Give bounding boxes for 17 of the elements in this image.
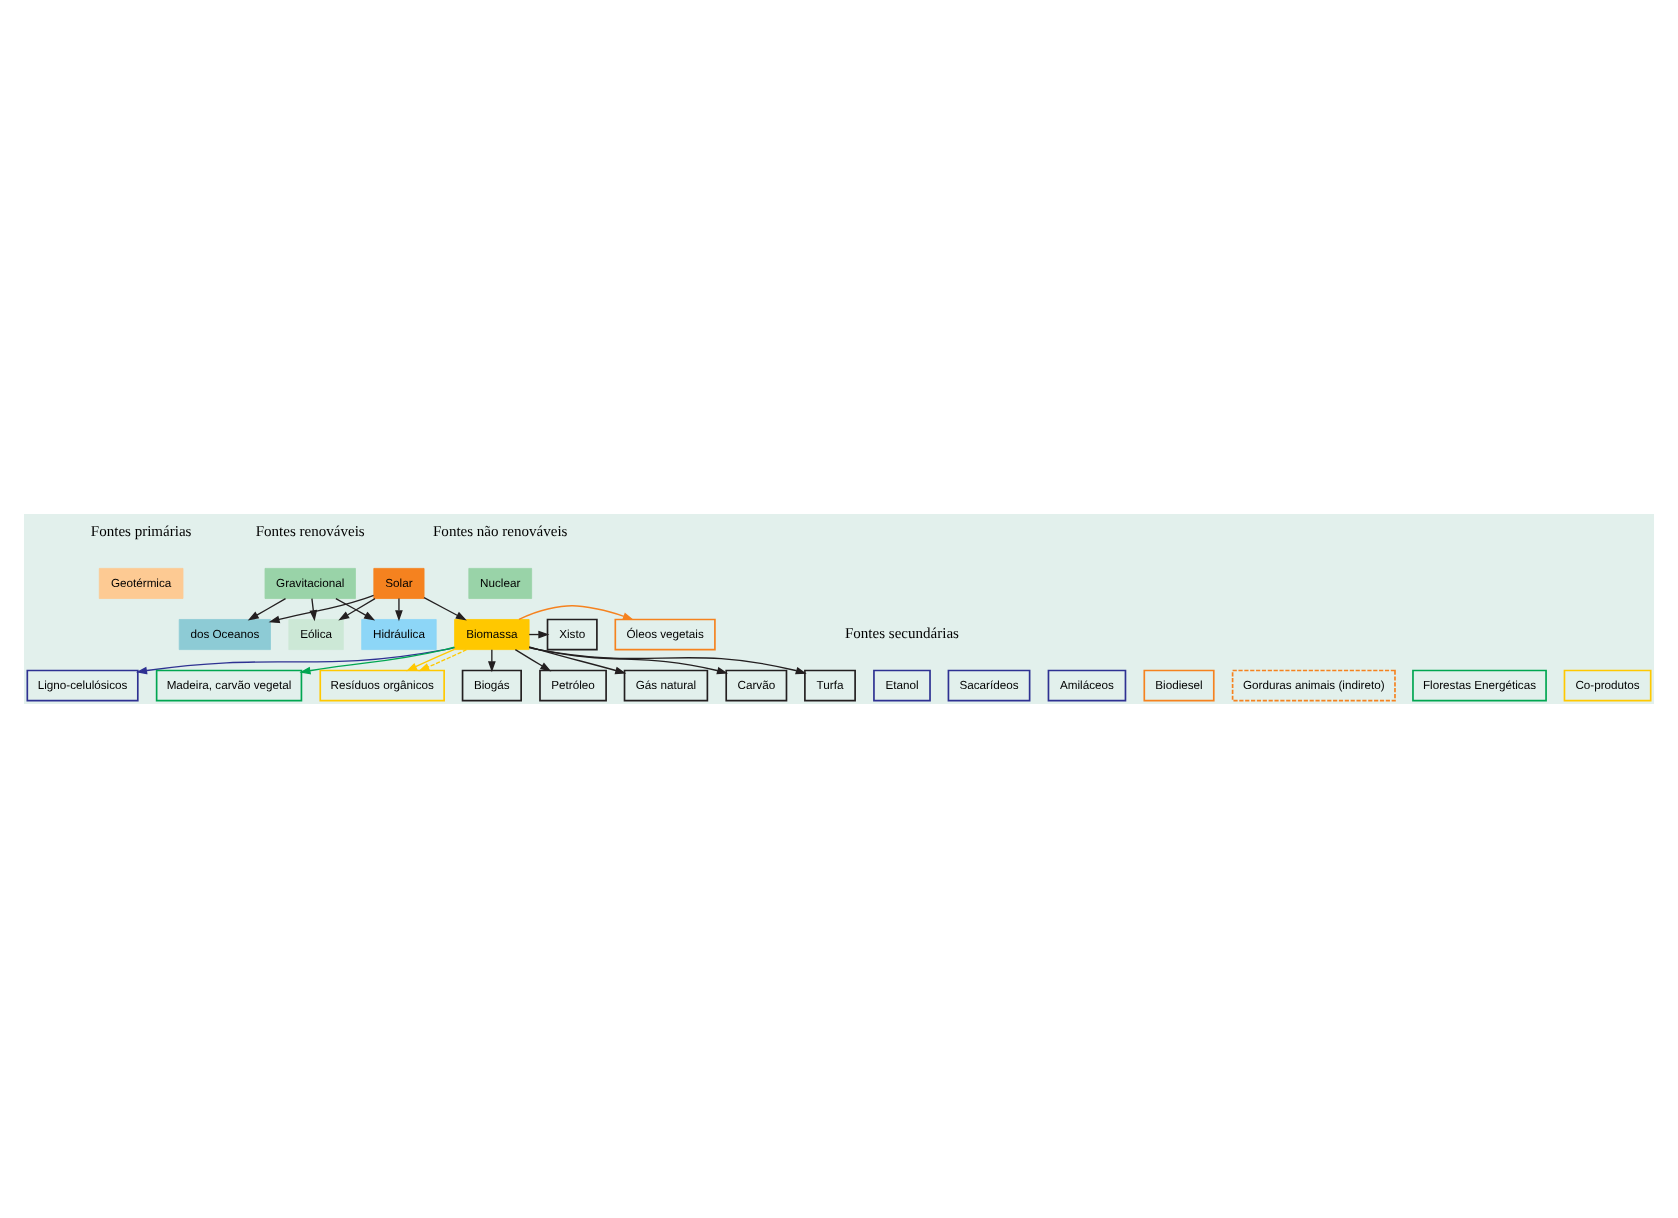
label: Fontes renováveis [255, 522, 365, 541]
arrow [528, 646, 728, 675]
arrow [395, 597, 403, 622]
label: Fontes primárias [90, 522, 192, 541]
arrow [528, 646, 807, 675]
label: Fontes secundárias [845, 624, 959, 643]
arrow [136, 646, 456, 675]
arrow [514, 649, 552, 672]
arrow [518, 605, 634, 621]
arrow [299, 646, 456, 675]
arrow [423, 597, 467, 621]
label: Fontes não renováveis [433, 522, 568, 541]
arrow [247, 597, 287, 621]
arrow [418, 649, 468, 672]
arrow [528, 646, 627, 675]
arrow [487, 649, 496, 673]
arrow [406, 648, 456, 672]
